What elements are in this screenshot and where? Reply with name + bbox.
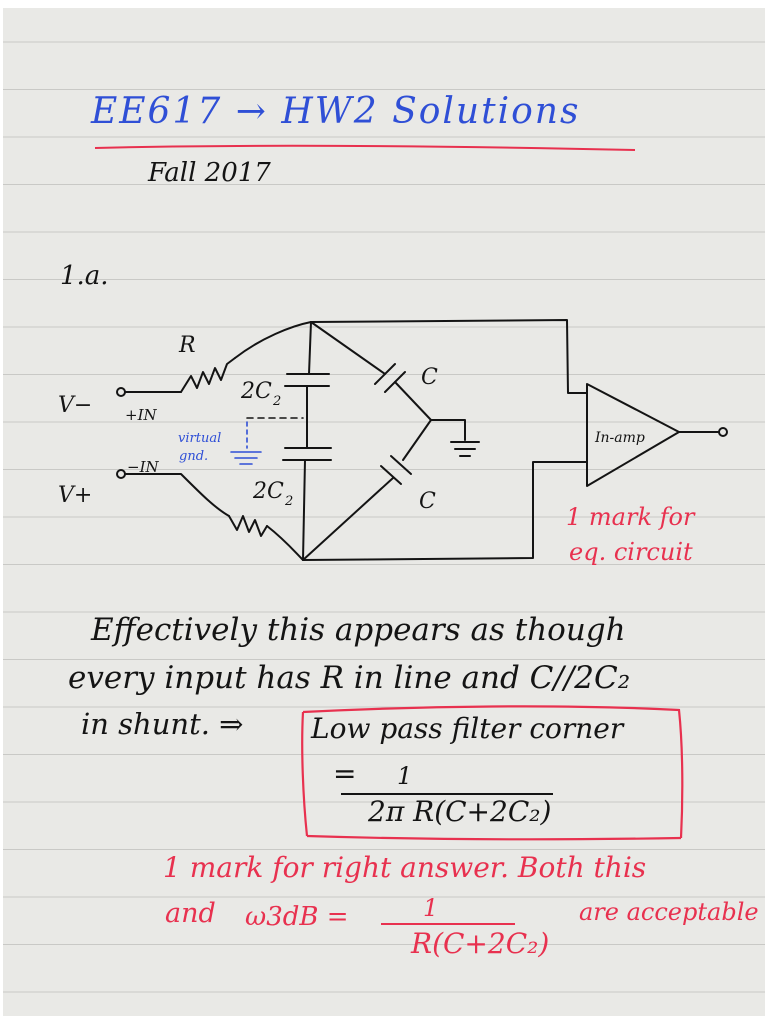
answer-box (301, 705, 684, 838)
title-underline (94, 144, 636, 151)
explanation-line1: Effectively this appears as though (91, 612, 626, 648)
grading-note-and: and (165, 898, 216, 929)
explanation-line3: in shunt. ⇒ (81, 707, 244, 741)
problem-label: 1.a. (60, 261, 109, 291)
notebook-page: EE617 → HW2 Solutions Fall 2017 1.a. (3, 8, 765, 1016)
capacitor-c-bottom (380, 455, 412, 485)
top-rail-wire (310, 319, 588, 394)
subtitle-term: Fall 2017 (148, 158, 271, 188)
grading-note-suffix: are acceptable (579, 898, 759, 926)
capacitor-2c2-top (284, 373, 330, 387)
wire-c-bottom-to-gnd (402, 419, 432, 461)
bottom-rail-wire (302, 461, 588, 561)
label-minus-in: −IN (127, 458, 159, 476)
label-virtual: virtual (178, 431, 221, 446)
answer-fraction-bar (341, 793, 553, 795)
label-r: R (178, 333, 196, 358)
answer-denominator: 2π R(C+2C₂) (368, 795, 552, 828)
inamp-triangle (586, 383, 680, 487)
label-2c2-bottom-sub: 2 (284, 494, 293, 509)
resistor-r-top (180, 357, 236, 393)
answer-box-bottom (306, 834, 682, 841)
ground-wire (430, 419, 466, 441)
answer-box-line1: Low pass filter corner (311, 712, 624, 745)
output-terminal (718, 427, 728, 437)
margin-note-line1: 1 mark for (566, 503, 695, 531)
top-wire-to-node (234, 321, 312, 359)
label-gnd: gnd. (179, 449, 208, 464)
explanation-line2: every input has R in line and C//2C₂ (68, 660, 631, 696)
wire-c-top-to-gnd (394, 381, 432, 421)
ruled-lines (3, 41, 765, 993)
label-v-plus: V+ (58, 483, 92, 508)
label-c-bottom: C (419, 489, 436, 514)
grading-note-numerator: 1 (423, 894, 439, 922)
circuit-diagram: R V− V+ 2C 2 2C 2 C C +IN −IN In-amp vir… (58, 319, 728, 561)
vertical-bus-bottom (302, 459, 306, 561)
answer-equals: = (333, 757, 357, 790)
grading-fraction-bar (381, 923, 515, 925)
capacitor-2c2-bottom (282, 447, 332, 461)
label-v-minus: V− (58, 393, 92, 418)
vertical-bus-top (308, 321, 312, 375)
label-2c2-top: 2C (240, 379, 272, 404)
answer-numerator: 1 (397, 762, 413, 790)
bottom-wire-to-node (266, 525, 304, 561)
page-title: EE617 → HW2 Solutions (91, 91, 581, 132)
grading-note-line1: 1 mark for right answer. Both this (163, 851, 647, 884)
label-inamp: In-amp (594, 430, 645, 446)
grading-note-denominator: R(C+2C₂) (411, 927, 550, 960)
label-2c2-top-sub: 2 (272, 394, 281, 409)
label-c-top: C (421, 365, 438, 390)
label-2c2-bottom: 2C (252, 479, 284, 504)
bottom-input-wire (124, 473, 230, 517)
vplus-terminal (116, 469, 126, 479)
resistor-r-bottom (228, 515, 268, 537)
virtual-gnd-symbol (230, 451, 262, 465)
vminus-terminal (116, 387, 126, 397)
ground-symbol (450, 441, 480, 457)
grading-note-omega: ω3dB = (245, 902, 349, 932)
margin-note-line2: eq. circuit (569, 538, 693, 566)
wire-to-c-top (310, 321, 386, 375)
label-plus-in: +IN (125, 406, 157, 424)
wire-to-c-bottom (302, 477, 394, 561)
